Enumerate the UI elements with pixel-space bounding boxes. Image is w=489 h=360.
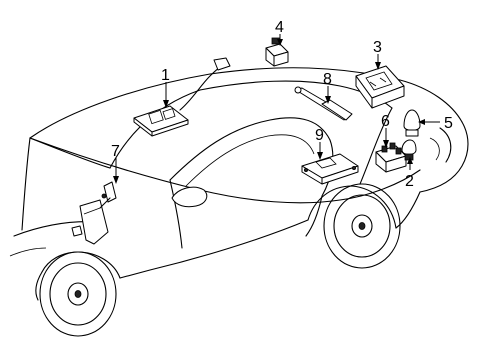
callout-5: 5	[444, 115, 453, 132]
callout-8: 8	[323, 71, 332, 88]
part-4-relay	[265, 37, 289, 67]
callout-labels: 1 2 3 4 5 6 7 8 9	[111, 19, 453, 190]
part-9-module	[301, 153, 359, 185]
callout-3: 3	[373, 39, 382, 56]
callout-2: 2	[405, 173, 414, 190]
rear-wheel	[323, 183, 401, 269]
callout-4: 4	[275, 19, 284, 36]
part-8-strut	[294, 86, 353, 121]
front-wheel	[39, 251, 117, 337]
callout-9: 9	[315, 127, 324, 144]
part-1-control-module	[133, 57, 231, 137]
part-5-bulb	[403, 109, 421, 137]
callout-6: 6	[381, 113, 390, 130]
part-2-bulb	[401, 139, 417, 161]
callout-1: 1	[161, 67, 170, 84]
car-body-outline	[9, 67, 469, 301]
callout-7: 7	[111, 143, 120, 160]
leader-lines	[113, 34, 440, 184]
part-7-sensor-bracket	[71, 181, 117, 245]
part-3-module	[355, 65, 405, 109]
part-6-switch-block	[375, 142, 407, 173]
